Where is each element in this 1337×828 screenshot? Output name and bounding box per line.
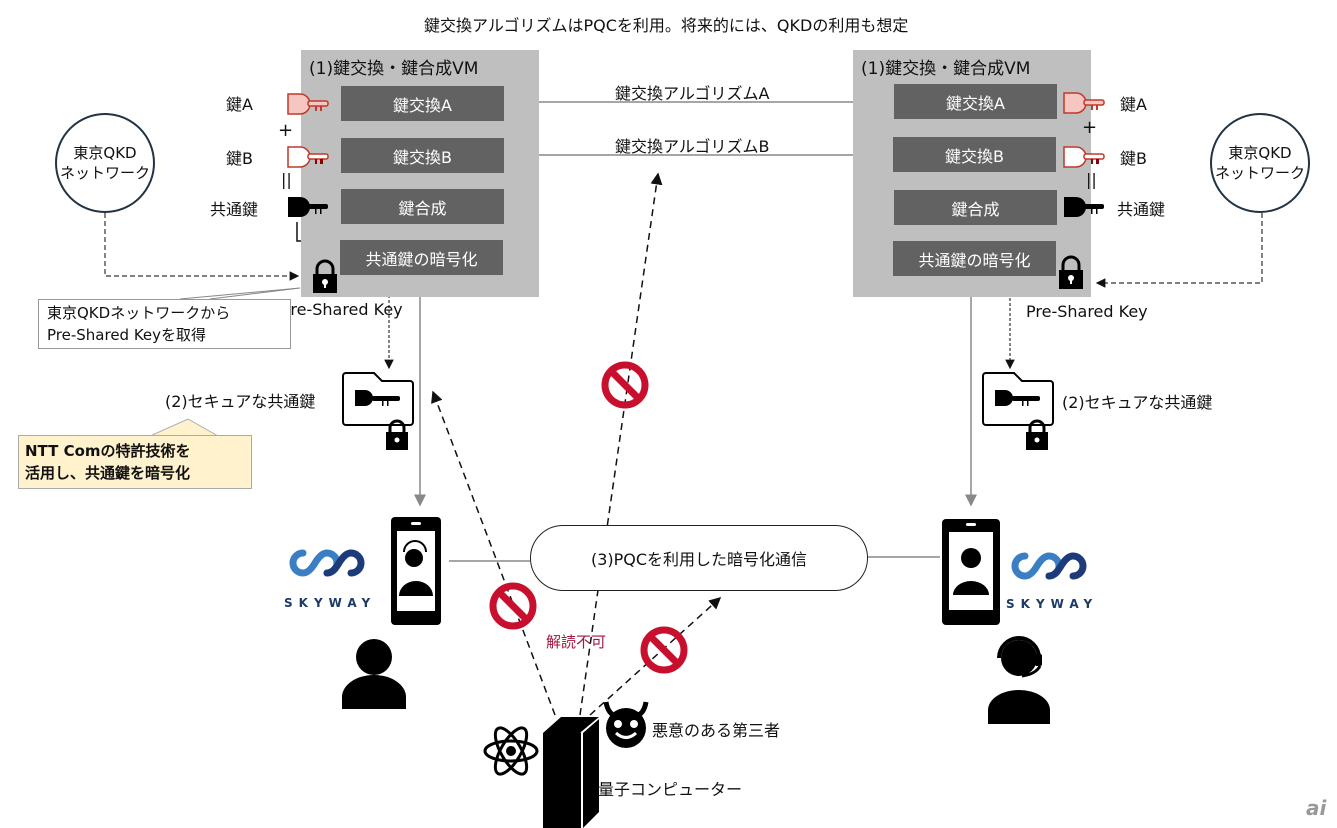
algorithm-a-label: 鍵交換アルゴリズムA [615, 84, 770, 103]
patent-note-pointer [150, 418, 219, 437]
left-vm-panel: (1)鍵交換・鍵合成VM 鍵交換A 鍵交換B 鍵合成 共通鍵の暗号化 [301, 50, 539, 297]
right-qkd-to-lock-dashed [1095, 213, 1263, 288]
patent-note-line2: 活用し、共通鍵を暗号化 [25, 464, 191, 482]
right-phone-icon [942, 519, 1000, 625]
left-vm-title: (1)鍵交換・鍵合成VM [309, 59, 479, 79]
algorithm-b-label: 鍵交換アルゴリズムB [615, 137, 770, 156]
right-equals-sign: || [1086, 170, 1097, 189]
left-user-icon [342, 639, 406, 709]
right-common-key-label: 共通鍵 [1117, 200, 1166, 219]
prohibit-icon-channel-path [640, 626, 688, 674]
right-vm-title: (1)鍵交換・鍵合成VM [861, 59, 1031, 79]
prohibit-icon-vm-path [601, 361, 649, 409]
prohibit-icon-folder-path [489, 582, 537, 630]
atom-icon [483, 726, 539, 776]
right-key-b-icon [1063, 146, 1105, 168]
attack-arrow-channel [589, 596, 722, 716]
left-phone-icon [391, 517, 441, 625]
right-lock-icon [1059, 255, 1083, 289]
channel-label: (3)PQCを利用した暗号化通信 [590, 550, 808, 569]
left-equals-sign: || [281, 170, 292, 189]
quantum-computer-icon [543, 717, 600, 828]
diagram-title: 鍵交換アルゴリズムはPQCを利用。将来的には、QKDの利用も想定 [424, 16, 909, 35]
left-key-a-icon [287, 93, 329, 115]
right-secure-key-label: (2)セキュアな共通鍵 [1062, 393, 1213, 412]
right-common-key-icon [1064, 197, 1104, 217]
malicious-devil-icon [603, 701, 649, 748]
left-secure-key-label: (2)セキュアな共通鍵 [165, 392, 316, 411]
undecryptable-label: 解読不可 [546, 633, 607, 651]
left-common-key-label: 共通鍵 [210, 200, 259, 219]
left-key-b-icon [287, 146, 329, 168]
right-secure-key-folder-icon [982, 372, 1054, 450]
left-op-key-exchange-b: 鍵交換B [341, 138, 504, 173]
right-qkd-line2: ネットワーク [1214, 164, 1305, 182]
callout-line2: Pre-Shared Keyを取得 [47, 326, 207, 344]
right-key-b-label: 鍵B [1120, 149, 1147, 168]
right-skyway-logo-icon [1011, 552, 1087, 580]
left-skyway-logo-icon [289, 549, 365, 577]
right-op-common-key-encryption: 共通鍵の暗号化 [893, 241, 1056, 276]
left-qkd-line2: ネットワーク [59, 164, 150, 182]
right-qkd-network-node: 東京QKD ネットワーク [1210, 113, 1310, 213]
right-key-a-label: 鍵A [1120, 95, 1147, 114]
left-qkd-network-node: 東京QKD ネットワーク [55, 113, 155, 213]
left-secure-key-folder-icon [342, 372, 414, 450]
left-plus-sign: + [278, 120, 294, 141]
left-psk-label: Pre-Shared Key [281, 300, 403, 319]
right-qkd-line1: 東京QKD [1228, 144, 1292, 162]
left-key-a-label: 鍵A [226, 95, 253, 114]
right-key-a-icon [1063, 92, 1105, 114]
left-op-common-key-encryption: 共通鍵の暗号化 [340, 240, 503, 275]
watermark-logo: ai [1306, 796, 1327, 820]
patent-note-line1: NTT Comの特許技術を [25, 442, 191, 460]
left-lock-icon [313, 259, 337, 293]
callout-pointer [179, 287, 301, 300]
callout-line1: 東京QKDネットワークから [47, 304, 231, 322]
left-qkd-to-lock-dashed [104, 213, 300, 281]
right-vm-panel: (1)鍵交換・鍵合成VM 鍵交換A 鍵交換B 鍵合成 共通鍵の暗号化 [853, 50, 1091, 297]
right-op-key-synthesis: 鍵合成 [894, 190, 1057, 225]
right-operator-headset-icon [988, 636, 1050, 724]
right-skyway-wordmark: SKYWAY [1006, 597, 1099, 611]
left-op-key-exchange-a: 鍵交換A [341, 86, 504, 121]
patent-technology-note: NTT Comの特許技術を 活用し、共通鍵を暗号化 [18, 435, 252, 489]
malicious-third-party-label: 悪意のある第三者 [652, 721, 781, 740]
right-op-key-exchange-a: 鍵交換A [894, 84, 1057, 119]
left-key-b-label: 鍵B [226, 149, 253, 168]
right-plus-sign: + [1082, 117, 1098, 138]
right-psk-label: Pre-Shared Key [1026, 302, 1148, 321]
attack-arrow-folder [431, 390, 556, 716]
left-common-key-icon [288, 197, 328, 217]
quantum-computer-label: 量子コンピューター [598, 780, 743, 799]
psk-acquisition-callout: 東京QKDネットワークから Pre-Shared Keyを取得 [38, 299, 291, 349]
left-op-key-synthesis: 鍵合成 [341, 189, 504, 224]
callout-pointer-2 [209, 287, 301, 300]
pqc-encrypted-channel: (3)PQCを利用した暗号化通信 [530, 525, 868, 591]
right-op-key-exchange-b: 鍵交換B [893, 137, 1056, 172]
left-skyway-wordmark: SKYWAY [284, 596, 377, 610]
left-qkd-line1: 東京QKD [73, 144, 137, 162]
